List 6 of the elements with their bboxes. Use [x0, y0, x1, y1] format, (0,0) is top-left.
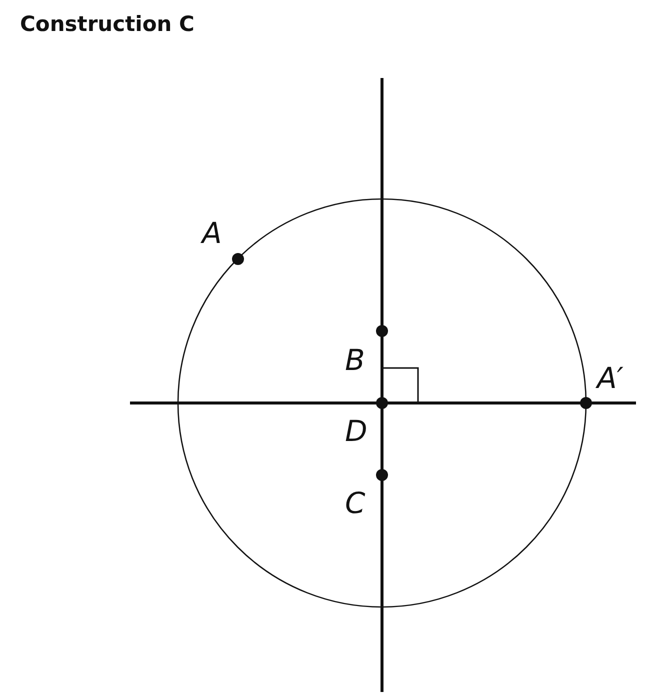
point-label: B	[345, 346, 365, 375]
title: Construction C	[20, 12, 194, 36]
point-label: A′	[597, 364, 624, 393]
point-label: D	[345, 417, 368, 446]
point-label: A	[202, 219, 222, 248]
point-label: C	[345, 489, 366, 518]
